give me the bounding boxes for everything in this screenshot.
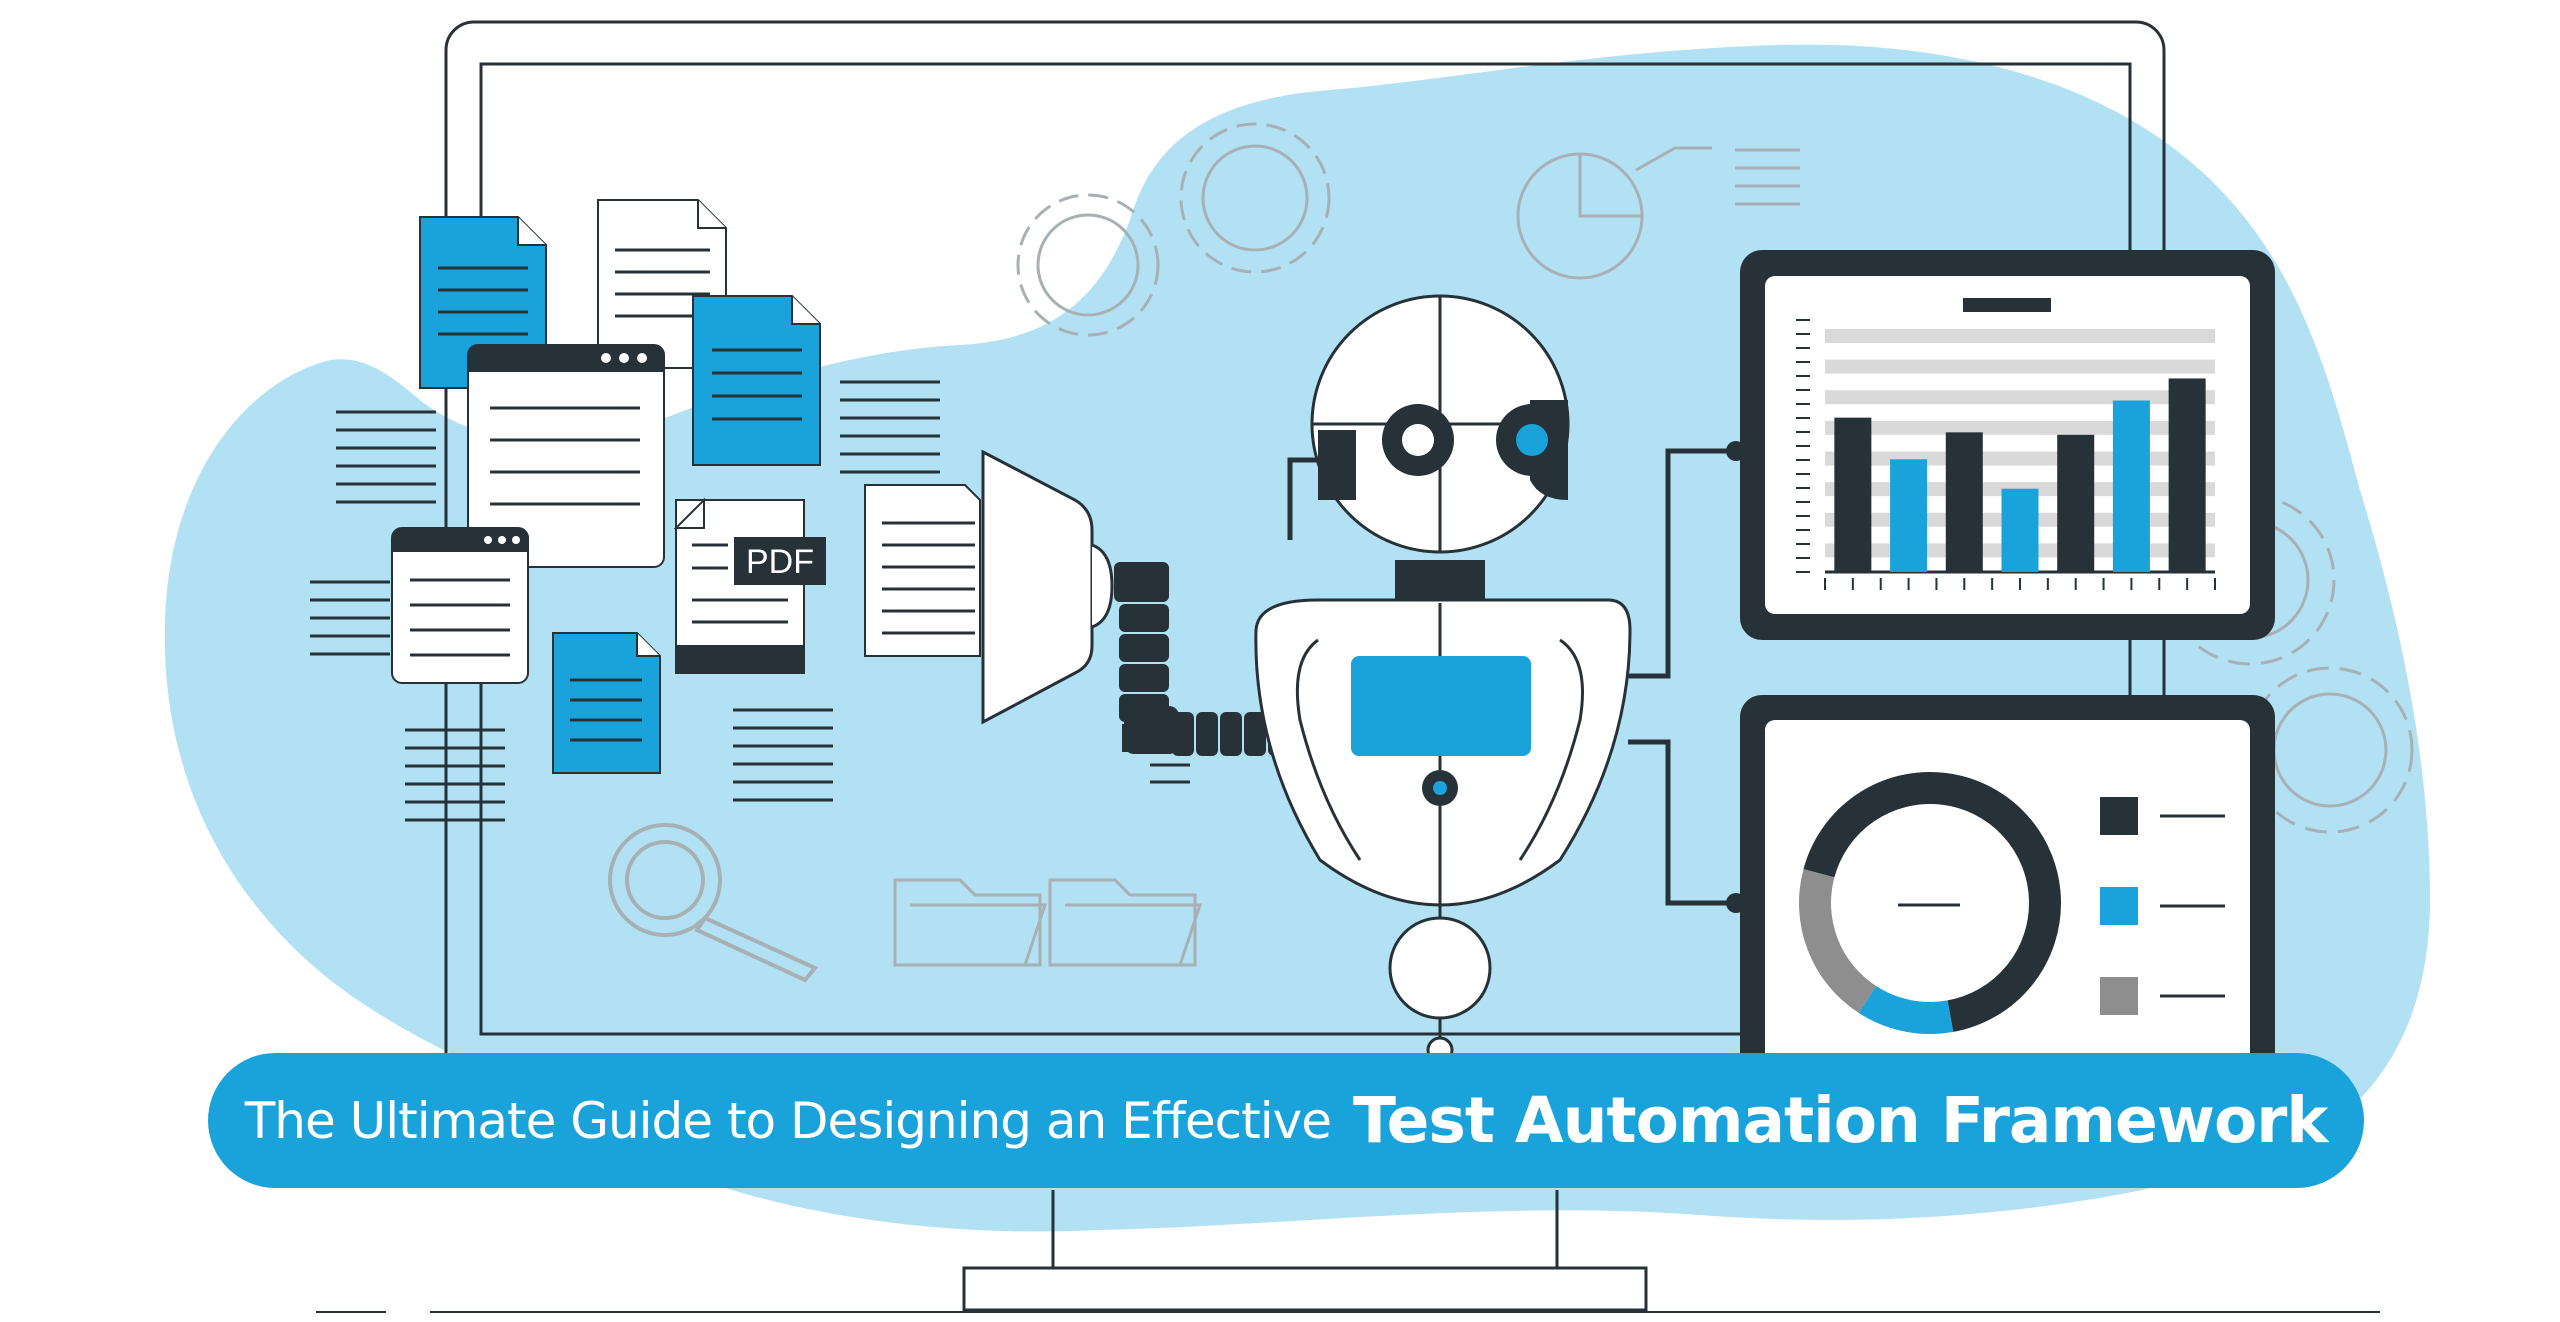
- bar: [2057, 434, 2095, 572]
- grid-band: [1825, 420, 2215, 435]
- robot-ear: [1318, 430, 1356, 500]
- title-light: The Ultimate Guide to Designing an Effec…: [244, 1091, 1332, 1150]
- scanner-funnel: [981, 449, 1114, 725]
- robot-chest-screen: [1351, 656, 1531, 756]
- donut-slice: [1858, 985, 1954, 1034]
- robot-head-wire: [1287, 457, 1318, 540]
- document-icon: [864, 484, 981, 657]
- pdf-badge: [734, 537, 826, 585]
- legend-swatch: [2100, 977, 2138, 1015]
- grid-band: [1825, 329, 2215, 343]
- legend-swatch: [2100, 887, 2138, 925]
- legend-swatch: [2100, 797, 2138, 835]
- browser-window-icon: [467, 344, 665, 568]
- gear-icon: [1179, 122, 1331, 274]
- pdf-document-icon: PDF: [673, 497, 826, 674]
- bar-chart: [1796, 319, 2216, 590]
- document-icon: [692, 295, 821, 466]
- title-banner: The Ultimate Guide to Designing an Effec…: [208, 1053, 2364, 1188]
- donut-chart-panel: [1740, 695, 2275, 1120]
- donut-slice: [1803, 772, 2061, 1032]
- magnifier-icon: [608, 823, 819, 983]
- connector-wires: [1628, 448, 1736, 906]
- bar: [1834, 417, 1872, 572]
- grid-band: [1825, 390, 2215, 405]
- text-lines-decoration: [310, 380, 1190, 822]
- bar: [2001, 488, 2039, 572]
- document-icon: [552, 632, 661, 774]
- browser-window-icon: [391, 527, 529, 684]
- robot-base-ball: [1388, 916, 1492, 1020]
- donut-slice: [1799, 869, 1877, 1013]
- folder-icon: [1048, 878, 1203, 967]
- bar: [2112, 400, 2150, 572]
- gear-icon: [1016, 193, 1160, 337]
- pdf-label: PDF: [746, 543, 814, 581]
- donut-chart: [1799, 772, 2061, 1034]
- pie-chart-icon: [1516, 146, 1800, 280]
- grid-band: [1825, 451, 2215, 466]
- bar: [1890, 459, 1928, 572]
- title-bold: Test Automation Framework: [1353, 1084, 2328, 1157]
- bar: [1945, 432, 1983, 572]
- bar-chart-panel: [1740, 250, 2275, 640]
- folder-icon: [893, 878, 1048, 967]
- grid-band: [1825, 359, 2215, 374]
- monitor-base: [962, 1266, 1648, 1312]
- bar: [2168, 378, 2206, 572]
- robot: [1254, 294, 1632, 1064]
